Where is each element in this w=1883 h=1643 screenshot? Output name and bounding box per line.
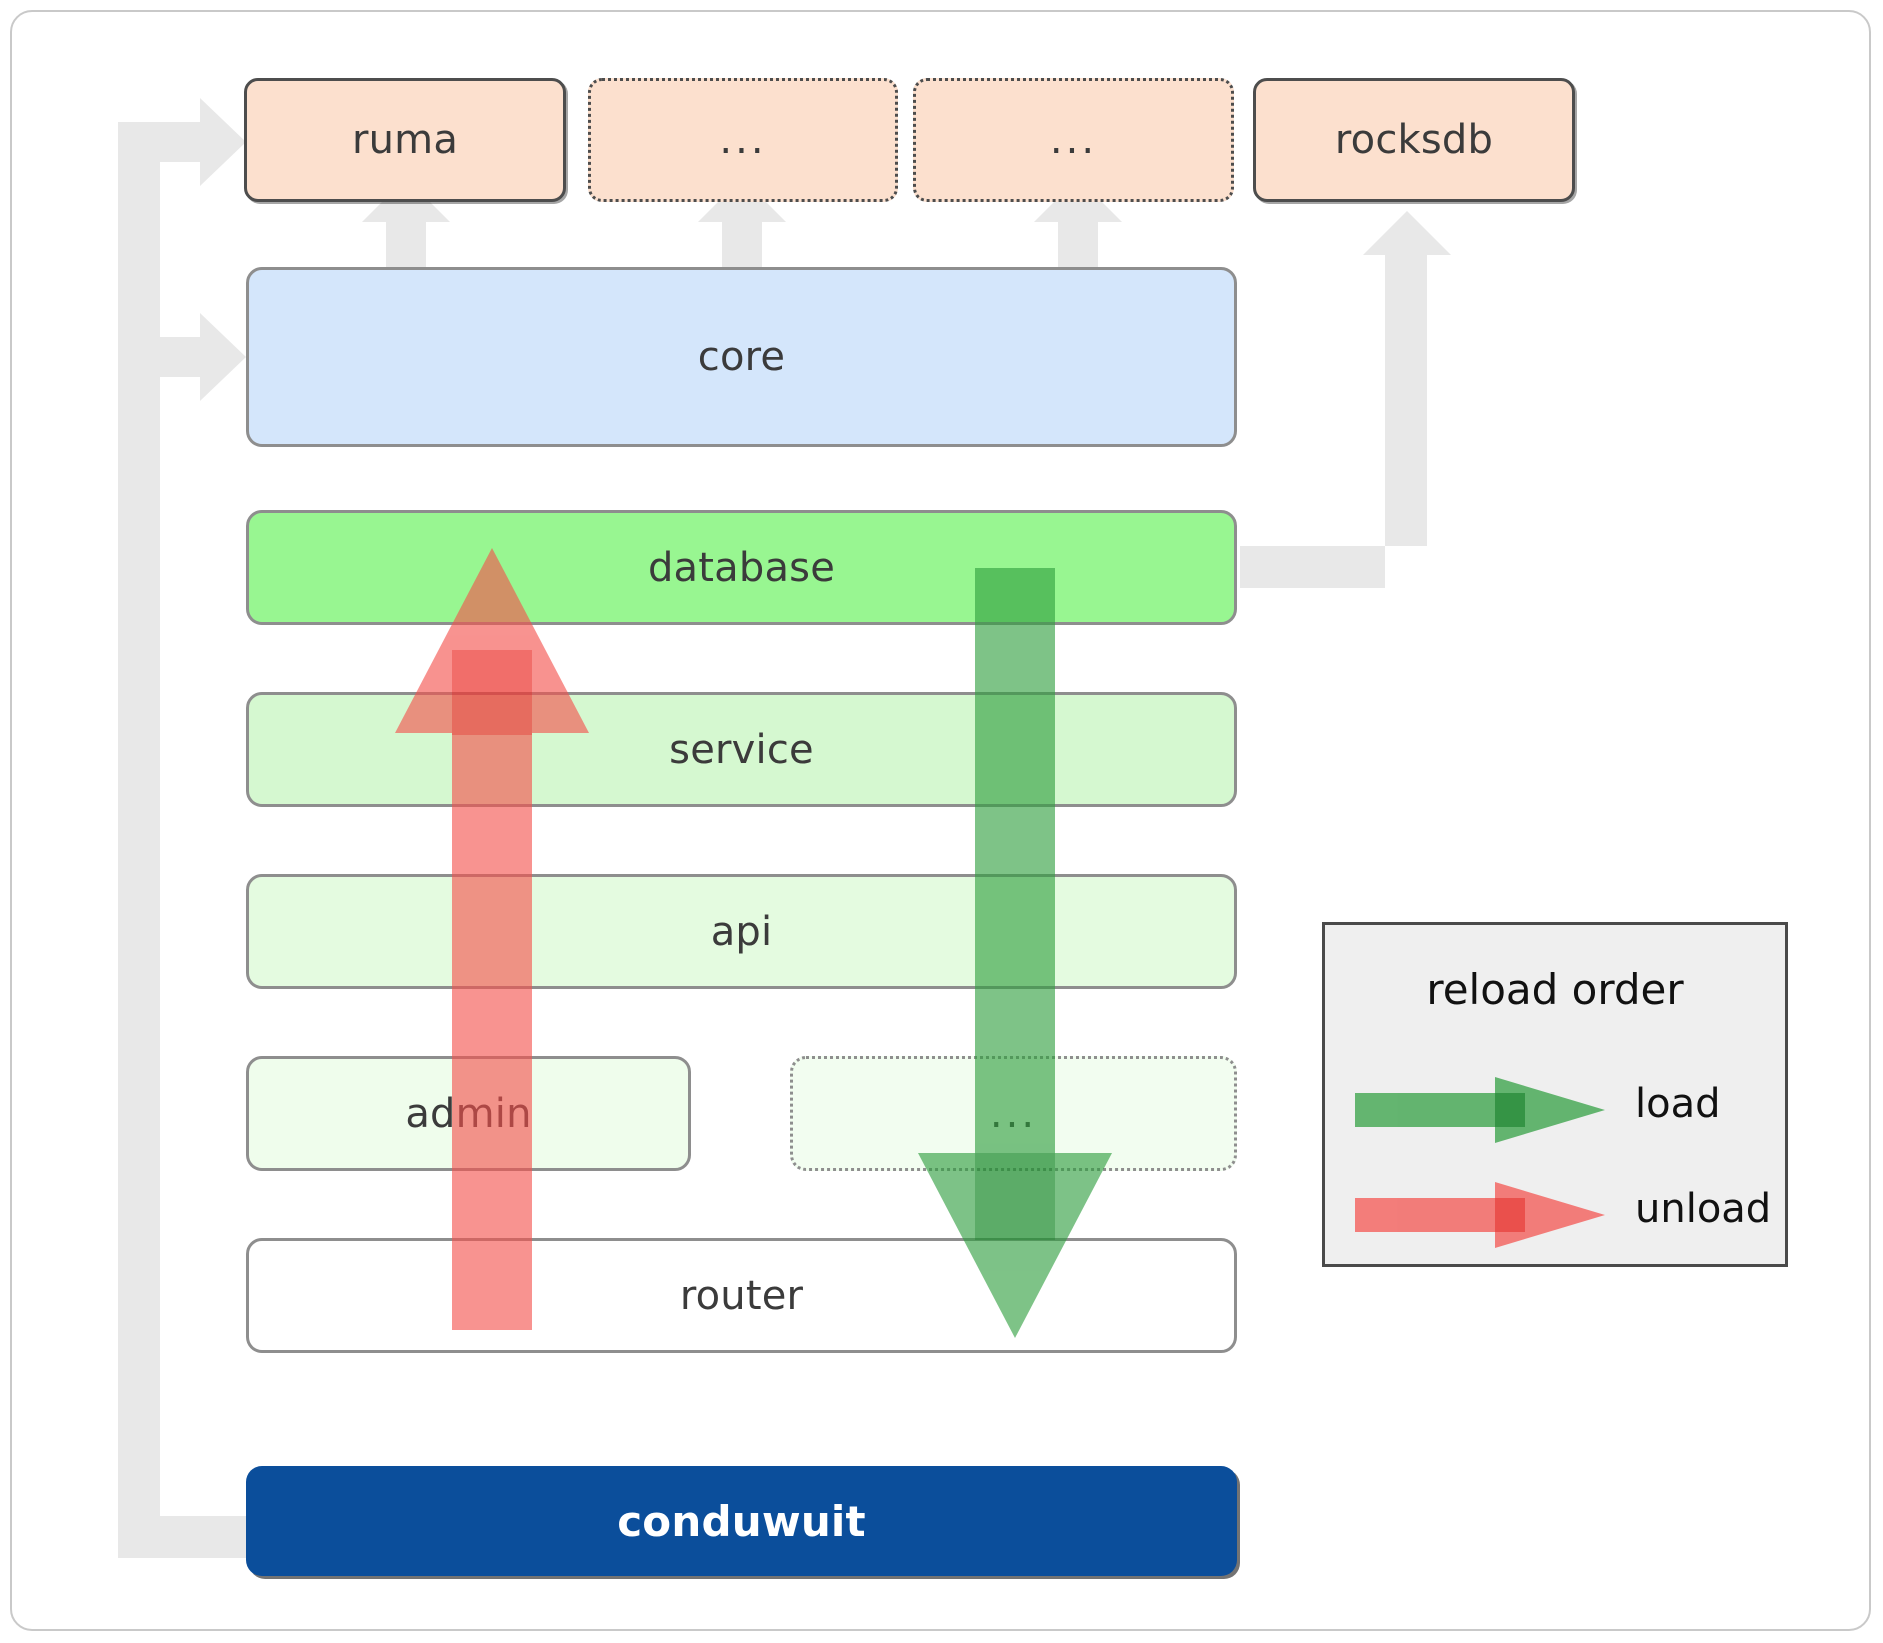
layer-node-database-label: database	[647, 544, 836, 591]
layer-node-service-label: service	[669, 726, 814, 773]
legend-load-label: load	[1635, 1081, 1721, 1127]
legend-load-arrow	[1355, 1077, 1605, 1143]
binary-node-conduwuit-label: conduwuit	[617, 1496, 866, 1546]
dependency-node-ellipsis-2[interactable]: ...	[913, 78, 1234, 202]
layer-node-admin-label: admin	[405, 1090, 532, 1137]
dependency-node-ellipsis-2-label: ...	[1049, 117, 1098, 163]
legend-unload-arrow	[1355, 1182, 1605, 1248]
legend-panel: reload order load unload	[1322, 922, 1788, 1267]
layer-node-core[interactable]: core	[246, 267, 1237, 447]
layer-node-router[interactable]: router	[246, 1238, 1237, 1353]
layer-node-core-label: core	[697, 334, 786, 380]
dependency-node-rocksdb[interactable]: rocksdb	[1253, 78, 1575, 202]
legend-title: reload order	[1426, 965, 1684, 1014]
layer-node-ellipsis[interactable]: ...	[790, 1056, 1237, 1171]
dependency-node-ruma-label: ruma	[351, 117, 459, 163]
legend-entry-unload: unload	[1325, 1170, 1785, 1260]
layer-node-ellipsis-label: ...	[989, 1090, 1038, 1137]
layer-node-service[interactable]: service	[246, 692, 1237, 807]
dependency-node-ruma[interactable]: ruma	[244, 78, 566, 202]
dependency-node-ellipsis-1-label: ...	[719, 117, 767, 163]
layer-node-router-label: router	[679, 1272, 804, 1319]
legend-entry-load: load	[1325, 1065, 1785, 1155]
binary-node-conduwuit[interactable]: conduwuit	[246, 1466, 1237, 1576]
layer-node-admin[interactable]: admin	[246, 1056, 691, 1171]
dependency-node-rocksdb-label: rocksdb	[1334, 117, 1494, 163]
diagram-frame	[10, 10, 1871, 1631]
layer-node-api[interactable]: api	[246, 874, 1237, 989]
layer-node-api-label: api	[710, 908, 773, 955]
dependency-node-ellipsis-1[interactable]: ...	[588, 78, 898, 202]
legend-unload-label: unload	[1635, 1186, 1772, 1232]
layer-node-database[interactable]: database	[246, 510, 1237, 625]
